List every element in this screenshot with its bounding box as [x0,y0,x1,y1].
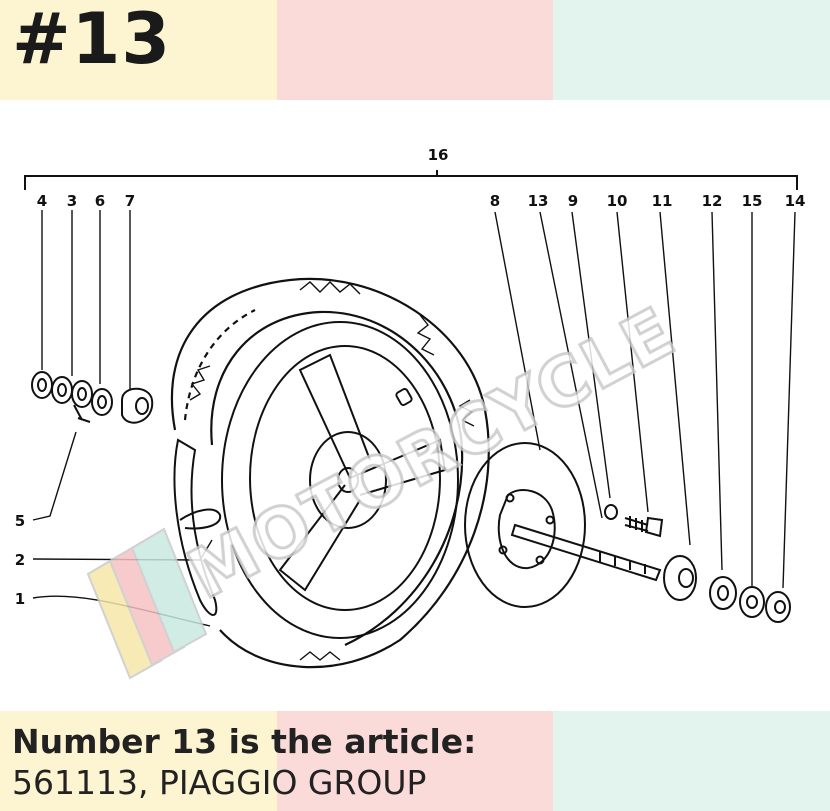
leader-14 [782,211,796,589]
label-assembly: 16 [428,146,449,164]
brake-disc [464,442,586,608]
caption-article: 561113, PIAGGIO GROUP [12,763,427,802]
label-6: 6 [95,192,105,210]
wheel-rim [221,321,459,639]
leader-12 [711,211,723,571]
leader-9 [571,211,611,499]
tyre [170,277,490,669]
label-13: 13 [528,192,549,210]
label-12: 12 [702,192,723,210]
leader-5 [32,431,77,521]
label-5: 5 [15,512,25,530]
label-14: 14 [785,192,806,210]
leader-11 [659,211,691,546]
caption-stripe-yellow [0,711,277,811]
leader-2 [32,539,213,561]
axle [510,523,662,582]
header-band [0,0,830,100]
label-7: 7 [125,192,135,210]
label-4: 4 [37,192,47,210]
leader-8 [494,211,541,451]
label-10: 10 [607,192,628,210]
part-number-title: #13 [12,0,172,80]
label-11: 11 [652,192,673,210]
header-stripe-yellow [0,0,277,100]
label-15: 15 [742,192,763,210]
leader-10 [616,211,649,513]
right-hardware [604,504,791,623]
label-1: 1 [15,590,25,608]
caption-stripe-pink [276,711,554,811]
label-3: 3 [67,192,77,210]
assembly-bracket [24,170,798,190]
caption-stripe-mint [553,711,830,811]
caption-band [0,711,830,811]
callout-labels: 16 4 3 6 7 8 13 9 10 11 12 15 14 5 2 1 [15,146,806,608]
header-stripe-pink [276,0,554,100]
leader-13 [539,211,603,519]
label-8: 8 [490,192,500,210]
header-stripe-mint [553,0,830,100]
caption-heading: Number 13 is the article: [12,722,477,761]
fender [173,438,218,616]
watermark: MOTORCYCLE [86,291,690,680]
left-washers [31,371,154,424]
label-9: 9 [568,192,578,210]
label-2: 2 [15,551,25,569]
wheel-parts-diagram: MOTORCYCLE 16 4 3 6 7 8 13 9 10 11 12 15… [15,146,806,680]
